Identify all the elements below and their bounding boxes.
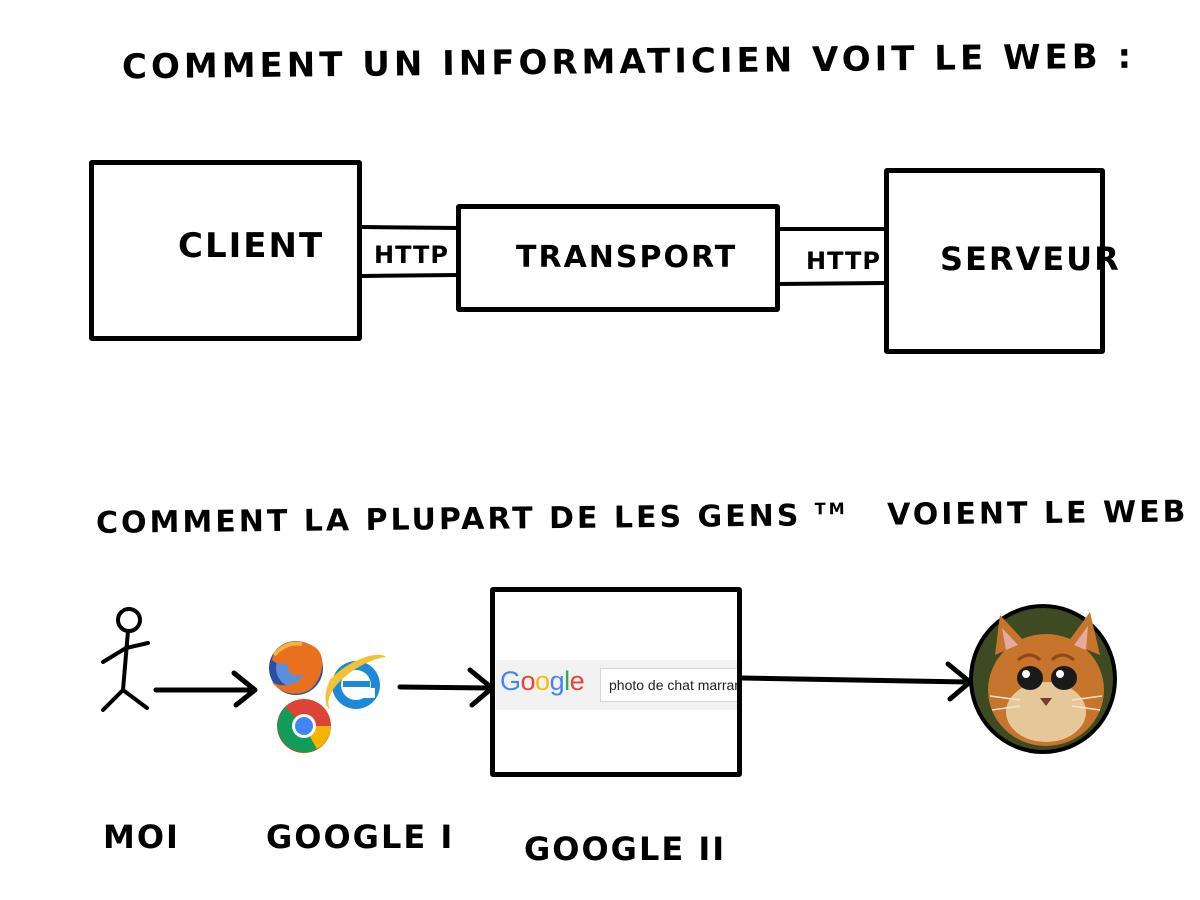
arrow-google-to-cat [739, 661, 973, 702]
pipe-left-label: HTTP [374, 241, 449, 269]
search-input[interactable]: photo de chat marrant [600, 668, 737, 702]
chrome-icon [277, 699, 331, 753]
caption-google-2: GOOGLE II [524, 830, 727, 868]
google-logo-letter: o [520, 666, 536, 696]
google-search-screenshot: Google photo de chat marrant [496, 660, 737, 710]
client-box [89, 160, 362, 341]
pipe-right [776, 227, 888, 286]
transport-label: TRANSPORT [516, 240, 738, 275]
stick-figure-icon [101, 607, 150, 712]
google-box [490, 587, 742, 777]
caption-google-1: GOOGLE I [266, 818, 455, 856]
google-logo-letter: e [569, 666, 585, 696]
pipe-right-label: HTTP [806, 247, 881, 275]
server-box [884, 168, 1105, 354]
firefox-icon [269, 641, 323, 695]
pipe-left [360, 225, 460, 278]
google-logo-letter: G [500, 666, 521, 696]
client-label: CLIENT [178, 226, 325, 266]
caption-me: MOI [103, 818, 180, 856]
arrow-me-to-browser [153, 670, 258, 708]
google-logo: Google [500, 666, 585, 697]
arrow-browser-to-google [397, 667, 495, 708]
internet-explorer-icon [325, 654, 386, 710]
google-logo-letter: o [535, 666, 550, 696]
google-logo-letter: l [564, 666, 570, 696]
cat-picture [969, 604, 1117, 754]
server-label: SERVEUR [940, 240, 1121, 278]
google-logo-letter: g [549, 666, 565, 696]
transport-box [456, 204, 780, 312]
